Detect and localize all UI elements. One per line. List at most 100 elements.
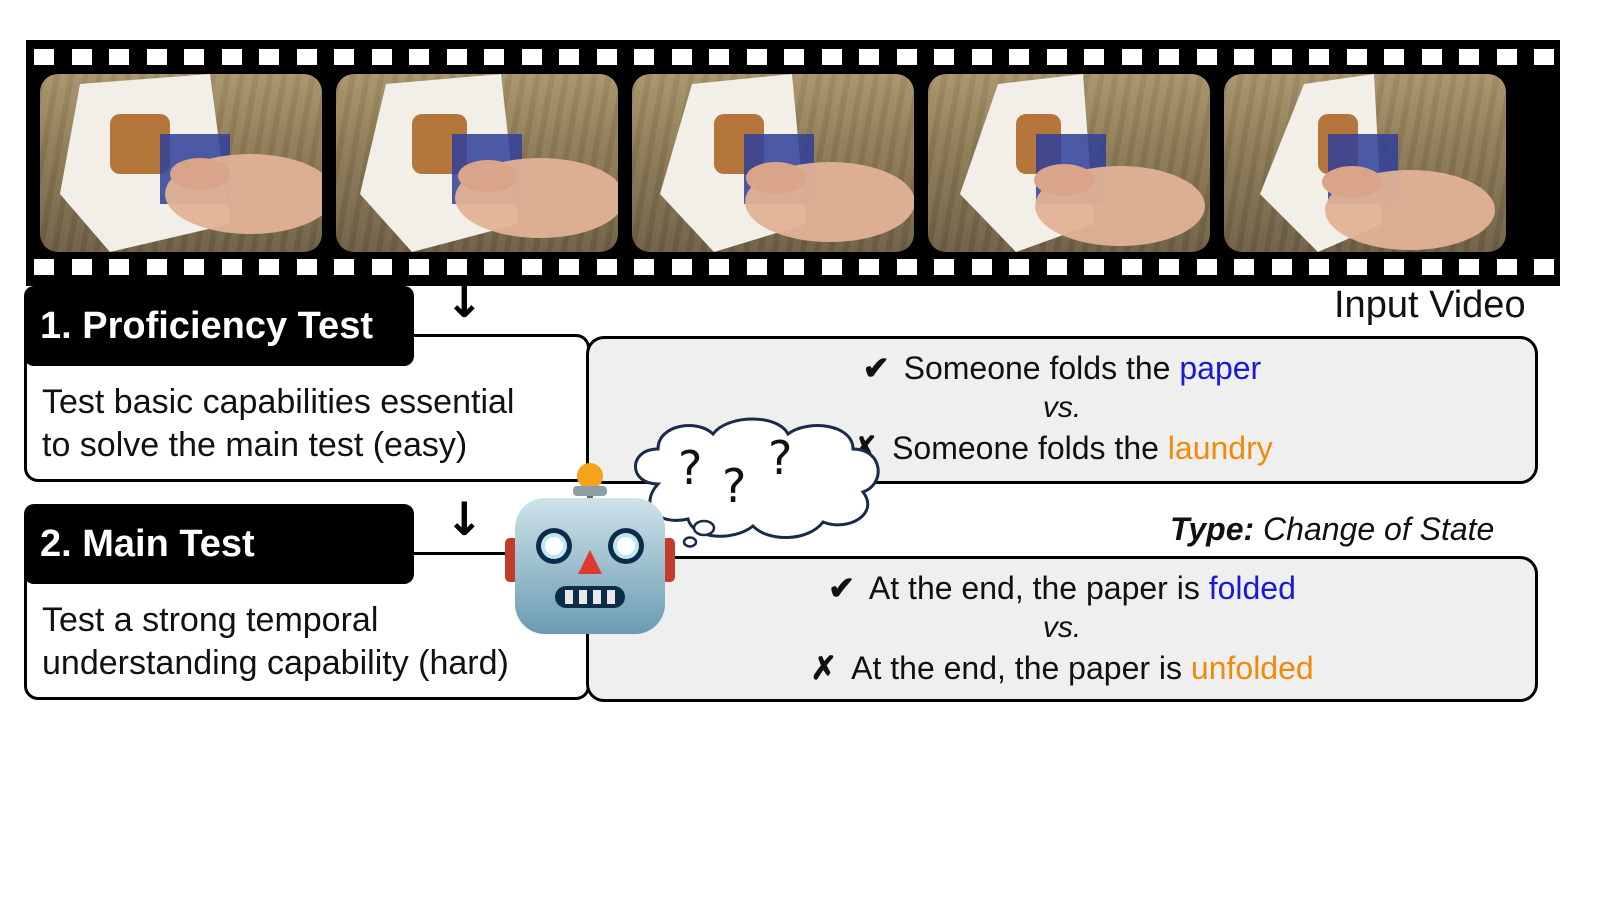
sprocket-hole: [1384, 259, 1404, 275]
question-mark: ?: [722, 459, 746, 513]
sprocket-hole: [634, 49, 654, 65]
proficiency-desc-line2: to solve the main test (easy): [42, 426, 468, 464]
sprocket-hole: [109, 49, 129, 65]
proficiency-wrong-prefix: Someone folds the: [892, 430, 1168, 466]
sprocket-hole: [1271, 49, 1292, 65]
sprocket-hole: [1046, 49, 1067, 65]
sprocket-hole: [971, 259, 992, 275]
sprocket-hole: [1534, 49, 1554, 65]
sprocket-hole: [1121, 259, 1142, 275]
sprocket-hole: [296, 259, 317, 275]
sprocket-hole: [934, 259, 954, 275]
proficiency-wrong-option: ✗Someone folds the laundry: [589, 429, 1535, 467]
sprocket-hole: [596, 49, 617, 65]
down-arrow-icon: ↓: [445, 274, 484, 328]
proficiency-test-title: 1. Proficiency Test: [24, 286, 414, 366]
check-icon: ✔: [862, 350, 890, 386]
proficiency-correct-prefix: Someone folds the: [903, 350, 1180, 386]
proficiency-correct-option: ✔ Someone folds the paper: [589, 349, 1535, 387]
sprocket-hole: [859, 259, 879, 275]
robot-icon: [505, 463, 675, 634]
sprocket-hole: [1046, 259, 1067, 275]
sprocket-hole: [334, 259, 354, 275]
sprocket-hole: [1196, 259, 1217, 275]
down-arrow-icon: ↓: [445, 492, 484, 546]
sprocket-hole: [521, 259, 542, 275]
sprocket-hole: [559, 49, 579, 65]
sprocket-hole: [409, 49, 429, 65]
sprocket-hole: [1496, 259, 1517, 275]
sprocket-hole: [821, 49, 842, 65]
sprocket-hole: [1271, 259, 1292, 275]
sprocket-hole: [596, 259, 617, 275]
sprocket-hole: [184, 49, 204, 65]
proficiency-desc-line1: Test basic capabilities essential: [42, 383, 515, 421]
sprocket-hole: [784, 49, 804, 65]
sprocket-hole: [1196, 49, 1217, 65]
sprocket-hole: [709, 259, 729, 275]
sprocket-hole: [221, 259, 242, 275]
sprocket-hole: [1121, 49, 1142, 65]
main-vs: vs.: [1042, 611, 1082, 644]
main-correct-word: folded: [1208, 570, 1296, 606]
sprocket-hole: [934, 49, 954, 65]
sprocket-hole: [896, 49, 917, 65]
sprocket-hole: [1496, 49, 1517, 65]
sprocket-hole: [671, 49, 692, 65]
sprocket-hole: [1421, 49, 1442, 65]
sprocket-hole: [446, 259, 467, 275]
sprocket-hole: [1459, 49, 1479, 65]
sprocket-hole: [1459, 259, 1479, 275]
sprocket-hole: [1534, 259, 1554, 275]
main-correct-option: ✔At the end, the paper is folded: [589, 569, 1535, 607]
video-frame: [632, 74, 914, 252]
sprocket-hole: [634, 259, 654, 275]
sprocket-hole: [1421, 259, 1442, 275]
sprocket-hole: [1084, 259, 1104, 275]
sprocket-hole: [1346, 259, 1367, 275]
proficiency-wrong-word: laundry: [1167, 430, 1273, 466]
main-options-box: ✔At the end, the paper is folded vs. ✗ At…: [586, 556, 1538, 702]
sprocket-hole: [221, 49, 242, 65]
input-video-filmstrip: [26, 40, 1560, 286]
sprocket-hole: [559, 259, 579, 275]
sprocket-hole: [409, 259, 429, 275]
sprocket-hole: [1159, 259, 1179, 275]
sprocket-hole: [746, 259, 767, 275]
sprocket-hole: [1309, 259, 1329, 275]
main-test-title: 2. Main Test: [24, 504, 414, 584]
sprocket-hole: [146, 49, 167, 65]
sprocket-hole: [821, 259, 842, 275]
proficiency-correct-word: paper: [1179, 350, 1262, 386]
sprocket-hole: [859, 49, 879, 65]
check-icon: ✔: [828, 570, 855, 606]
sprocket-hole: [484, 49, 504, 65]
sprocket-hole: [259, 259, 279, 275]
sprocket-hole: [1159, 49, 1179, 65]
main-type-value: Change of State: [1263, 511, 1495, 547]
question-mark: ?: [768, 431, 792, 485]
main-wrong-prefix: At the end, the paper is: [851, 650, 1191, 686]
main-desc-line1: Test a strong temporal: [42, 601, 379, 639]
question-mark: ?: [678, 441, 702, 495]
video-frame: [1224, 74, 1506, 252]
sprocket-hole: [1009, 259, 1029, 275]
sprocket-hole: [371, 259, 392, 275]
cross-icon: ✗: [810, 650, 838, 686]
main-wrong-word: unfolded: [1190, 650, 1314, 686]
sprocket-hole: [34, 259, 54, 275]
sprocket-hole: [1384, 49, 1404, 65]
sprocket-hole: [34, 49, 54, 65]
sprocket-hole: [371, 49, 392, 65]
sprocket-hole: [71, 259, 92, 275]
sprocket-hole: [446, 49, 467, 65]
sprocket-hole: [671, 259, 692, 275]
sprocket-hole: [71, 49, 92, 65]
sprocket-hole: [296, 49, 317, 65]
video-frame: [40, 74, 322, 252]
thought-bubble-icon: ? ? ?: [634, 417, 880, 548]
sprocket-hole: [184, 259, 204, 275]
video-frame: [336, 74, 618, 252]
main-wrong-option: ✗ At the end, the paper is unfolded: [589, 649, 1535, 687]
sprocket-hole: [1009, 49, 1029, 65]
